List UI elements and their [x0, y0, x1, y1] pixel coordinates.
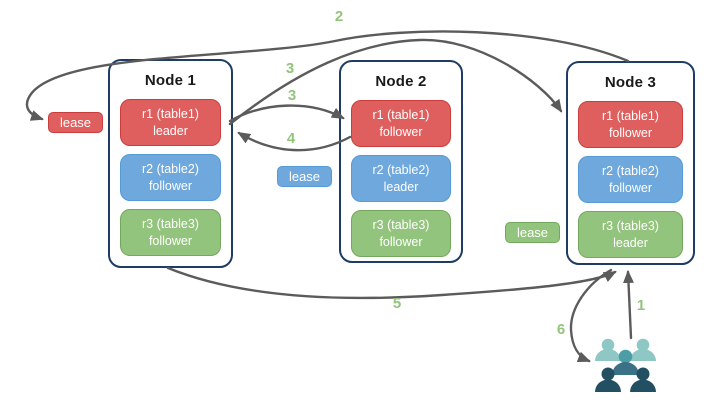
arrow-step-6-node3-to-clients: [569, 268, 613, 363]
replica-role: follower: [379, 124, 423, 139]
arrow-step-5-node1-to-node3: [166, 266, 617, 300]
replica-role: follower: [608, 125, 653, 140]
lease-badge-r2: lease: [277, 166, 332, 187]
node-3: Node 3 r1 (table1) follower r2 (table2) …: [566, 61, 695, 265]
replica-role: follower: [379, 234, 423, 249]
step-label-3a: 3: [285, 60, 295, 77]
replica-name: r1 (table1): [602, 109, 659, 124]
step-label-6: 6: [556, 321, 566, 338]
replica-role: follower: [148, 178, 193, 193]
replica-name: r1 (table1): [142, 107, 199, 122]
users-group-icon: [595, 338, 656, 392]
node-3-title: Node 3: [604, 74, 657, 91]
replica-role: leader: [383, 179, 419, 194]
arrow-step-3-leader-to-node2: [228, 104, 345, 123]
replica-role: leader: [153, 123, 188, 138]
replica-name: r2 (table2): [372, 163, 430, 178]
node1-replica-r2: r2 (table2) follower: [120, 154, 221, 201]
node-1-title: Node 1: [144, 72, 197, 89]
lease-badge-r1: lease: [48, 112, 103, 133]
node2-replica-r1: r1 (table1) follower: [351, 100, 451, 147]
node-2: Node 2 r1 (table1) follower r2 (table2) …: [339, 60, 463, 263]
replica-name: r2 (table2): [142, 162, 199, 177]
node-1: Node 1 r1 (table1) leader r2 (table2) fo…: [108, 59, 233, 268]
replica-role: follower: [148, 233, 193, 248]
replica-name: r1 (table1): [372, 108, 430, 123]
step-label-2: 2: [334, 8, 344, 25]
replica-role: leader: [613, 235, 648, 250]
step-label-1: 1: [636, 297, 646, 314]
arrow-step-1-clients-to-node3: [623, 270, 634, 340]
node3-replica-r2: r2 (table2) follower: [578, 156, 683, 203]
replica-name: r3 (table3): [372, 218, 430, 233]
step-label-4: 4: [286, 130, 296, 147]
lease-badge-r3: lease: [505, 222, 560, 243]
node-2-title: Node 2: [375, 73, 427, 90]
node1-replica-r1: r1 (table1) leader: [120, 99, 221, 146]
node3-replica-r3: r3 (table3) leader: [578, 211, 683, 258]
node1-replica-r3: r3 (table3) follower: [120, 209, 221, 256]
replica-name: r2 (table2): [602, 164, 659, 179]
replica-role: follower: [608, 180, 653, 195]
node2-replica-r2: r2 (table2) leader: [351, 155, 451, 202]
replica-name: r3 (table3): [142, 217, 199, 232]
step-label-3b: 3: [287, 87, 297, 104]
step-label-5: 5: [392, 295, 402, 312]
node2-replica-r3: r3 (table3) follower: [351, 210, 451, 257]
node3-replica-r1: r1 (table1) follower: [578, 101, 683, 148]
replica-name: r3 (table3): [602, 219, 659, 234]
